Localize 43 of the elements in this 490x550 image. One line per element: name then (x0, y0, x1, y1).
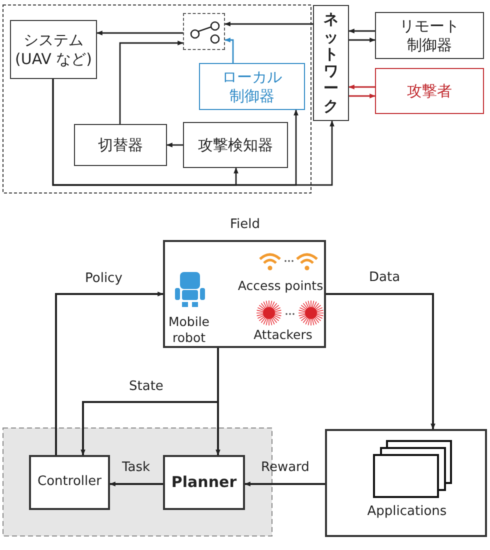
detector-box (183, 122, 288, 168)
node-label: 切替器 (98, 136, 143, 154)
arrow (55, 292, 164, 455)
attacker-box (375, 68, 484, 114)
node-label: Applications (366, 504, 448, 520)
arrow (348, 84, 375, 90)
node-label: Planner (171, 473, 237, 492)
arrow (119, 40, 184, 124)
edge-label: Policy (85, 271, 122, 286)
arrow (348, 28, 375, 34)
node-label: システム(UAV など) (14, 30, 93, 68)
planner-box (163, 455, 245, 510)
heading: Field (228, 217, 261, 234)
edge-label: Reward (261, 460, 310, 475)
item-label: Access points (236, 278, 324, 294)
remote-controller-box (375, 12, 484, 59)
arrow (109, 482, 163, 486)
node-label: ローカル制御器 (221, 68, 283, 106)
switch-box (183, 13, 225, 50)
arrow (224, 22, 313, 26)
arrow (244, 482, 325, 486)
network-box (313, 5, 349, 121)
node-label: ネットワーク (324, 11, 338, 115)
edge-label: State (129, 379, 164, 394)
arrow (349, 94, 376, 98)
arrow (96, 30, 183, 36)
switcher-box (74, 124, 167, 166)
item-label: Attackers (252, 327, 314, 343)
node-label: リモート制御器 (398, 16, 460, 54)
arrow (224, 38, 234, 63)
arrow (349, 38, 376, 42)
edge-label: Data (369, 270, 400, 285)
item-label: Mobile robot (167, 314, 210, 346)
system-box (10, 20, 97, 79)
node-label: 攻撃検知器 (198, 136, 273, 154)
edge-label: Task (122, 460, 150, 475)
applications-box (325, 429, 487, 537)
arrow (326, 293, 436, 430)
node-label: 攻撃者 (407, 82, 452, 100)
local-controller-box (199, 63, 305, 110)
node-label: Controller (38, 474, 102, 491)
controller-box (29, 455, 110, 510)
arrow (166, 142, 183, 148)
